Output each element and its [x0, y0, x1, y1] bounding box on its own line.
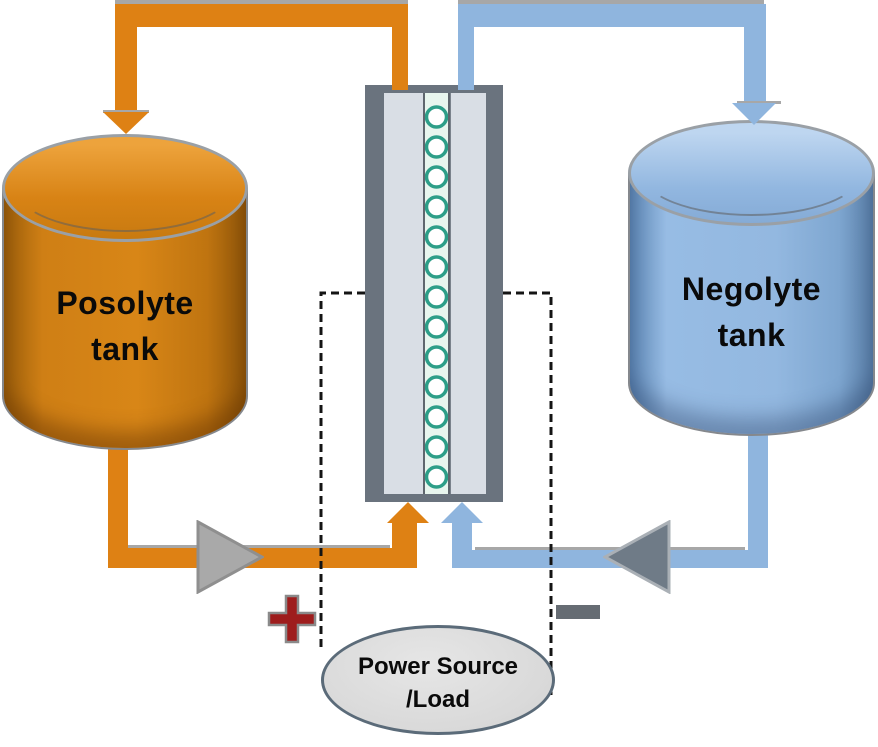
posolyte-pipe-tank-outlet	[108, 440, 128, 568]
cell-right-plate	[485, 85, 503, 502]
posolyte-tank-lid	[2, 134, 248, 242]
membrane-ion-channels-icon	[424, 105, 449, 489]
cell-left-electrode	[384, 93, 424, 494]
negolyte-inlet-arrow-icon	[732, 103, 776, 125]
negolyte-arrow-base-highlight	[737, 101, 781, 104]
power-source-line1: Power Source	[357, 653, 519, 680]
posolyte-pump-icon	[196, 520, 264, 594]
posolyte-pipe-top-highlight	[115, 0, 408, 4]
posolyte-label-line2: tank	[91, 331, 159, 367]
cell-right-electrode	[450, 93, 486, 494]
negolyte-pipe-tank-outlet	[748, 430, 768, 568]
posolyte-arrow-base-highlight	[103, 110, 149, 113]
negolyte-pipe-cell-inlet	[458, 27, 474, 90]
posolyte-tank-label: Posolyte tank	[2, 280, 248, 372]
negolyte-pipe-top-horizontal	[458, 4, 764, 27]
cell-bottom-cap	[365, 494, 503, 502]
negolyte-cell-inlet-arrow-icon	[441, 502, 483, 523]
posolyte-inlet-arrow-icon	[103, 112, 149, 134]
posolyte-pipe-top-horizontal	[115, 4, 408, 27]
negolyte-tank-label: Negolyte tank	[628, 266, 875, 358]
cell-membrane	[423, 93, 450, 494]
posolyte-label-line1: Posolyte	[56, 285, 194, 321]
negolyte-label-line2: tank	[717, 317, 786, 353]
negolyte-pipe-bottom-highlight	[475, 547, 745, 550]
cell-stack	[365, 85, 503, 502]
posolyte-pipe-up-shaft	[392, 523, 417, 568]
negolyte-label-line1: Negolyte	[681, 271, 822, 307]
power-source-load: Power Source /Load	[321, 625, 555, 735]
negolyte-tank: Negolyte tank	[628, 120, 875, 436]
negolyte-pipe-up-shaft	[452, 523, 472, 568]
negolyte-pump-icon	[603, 520, 671, 594]
posolyte-cell-inlet-arrow-icon	[387, 502, 429, 523]
posolyte-pipe-cell-inlet	[392, 27, 408, 90]
posolyte-pipe-down-leg	[115, 4, 137, 112]
negolyte-tank-lid	[628, 120, 875, 226]
posolyte-tank: Posolyte tank	[2, 134, 248, 450]
negative-terminal-icon	[556, 605, 600, 619]
cell-top-cap	[365, 85, 503, 93]
posolyte-pipe-bottom-highlight	[128, 545, 390, 548]
negolyte-pipe-top-highlight	[458, 0, 764, 4]
cell-left-plate	[365, 85, 384, 502]
negolyte-pipe-down-leg	[744, 4, 766, 103]
positive-terminal-icon	[267, 594, 317, 644]
power-source-line2: /Load	[406, 686, 470, 713]
